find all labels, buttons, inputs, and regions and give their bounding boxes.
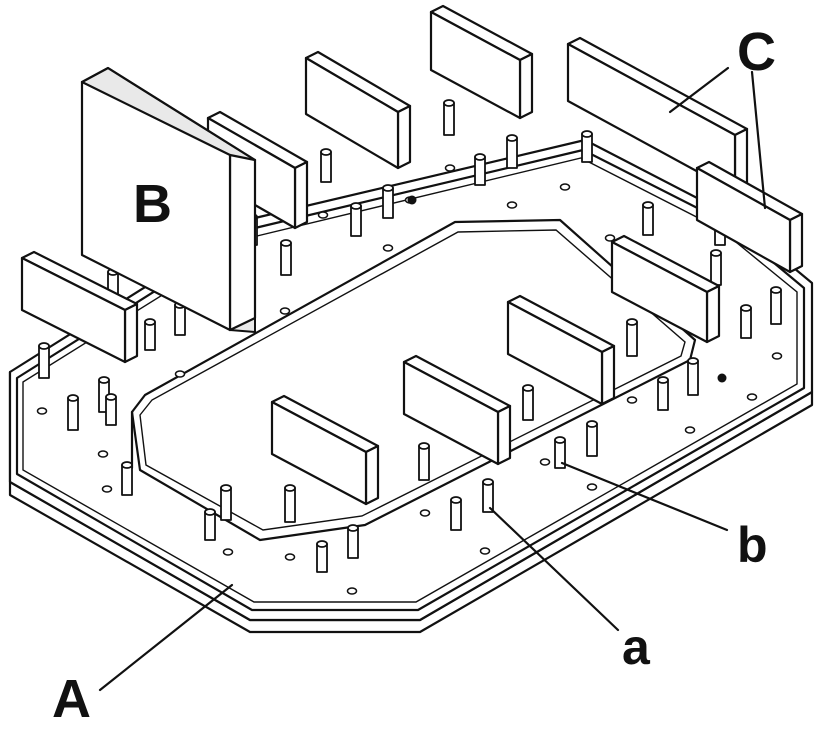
hole <box>222 548 234 556</box>
hole <box>604 234 616 242</box>
pin <box>121 461 133 496</box>
pin <box>347 524 359 559</box>
hole <box>771 352 783 360</box>
hole <box>346 587 358 595</box>
hole <box>539 458 551 466</box>
pin <box>320 148 332 183</box>
pin <box>450 496 462 531</box>
label-b: b <box>737 517 768 573</box>
hole <box>684 426 696 434</box>
pin <box>67 394 79 431</box>
pin <box>740 304 752 339</box>
pin <box>220 484 232 521</box>
pin <box>284 484 296 523</box>
dark-hole <box>407 195 417 205</box>
pin <box>581 130 593 163</box>
card-block <box>610 234 721 344</box>
blocks <box>20 4 804 506</box>
card-block <box>402 354 512 466</box>
pin <box>144 318 156 351</box>
pin <box>554 436 566 469</box>
hole <box>382 244 394 252</box>
hole <box>101 485 113 493</box>
pin <box>98 376 110 413</box>
card-block <box>304 50 412 170</box>
pin <box>642 201 654 236</box>
pin <box>506 134 518 169</box>
hole <box>506 201 518 209</box>
pin <box>657 376 669 411</box>
pin <box>316 540 328 573</box>
pin <box>770 286 782 325</box>
hole <box>559 183 571 191</box>
pin <box>280 239 292 276</box>
label-B: B <box>133 174 172 234</box>
holes <box>36 164 783 595</box>
card-block <box>695 160 804 274</box>
block-b <box>80 66 257 333</box>
hole <box>317 211 329 219</box>
pin <box>710 249 722 286</box>
pin <box>38 342 50 379</box>
card-block <box>506 294 616 406</box>
pin <box>204 508 216 541</box>
dark-hole <box>717 373 727 383</box>
pin <box>418 442 430 481</box>
card-block <box>20 250 139 364</box>
leader-lines <box>98 66 767 692</box>
pin <box>105 393 117 426</box>
pin <box>350 202 362 237</box>
hole <box>279 307 291 315</box>
hole <box>626 396 638 404</box>
card-block <box>270 394 380 506</box>
label-a: a <box>622 619 650 675</box>
hole <box>479 547 491 555</box>
pin <box>382 184 394 219</box>
hole <box>36 407 48 415</box>
hole <box>419 509 431 517</box>
hole <box>174 370 186 378</box>
card-block <box>429 4 534 120</box>
inner-ring <box>130 218 697 542</box>
pin <box>443 99 455 136</box>
hole <box>284 553 296 561</box>
pin <box>482 478 494 513</box>
hole <box>444 164 456 172</box>
hole <box>586 483 598 491</box>
pin <box>474 153 486 186</box>
hole <box>97 450 109 458</box>
pin <box>687 357 699 396</box>
pin <box>626 318 638 357</box>
label-A: A <box>52 669 91 729</box>
label-C: C <box>737 22 776 82</box>
pin <box>586 420 598 457</box>
hole <box>746 393 758 401</box>
pin <box>522 384 534 421</box>
